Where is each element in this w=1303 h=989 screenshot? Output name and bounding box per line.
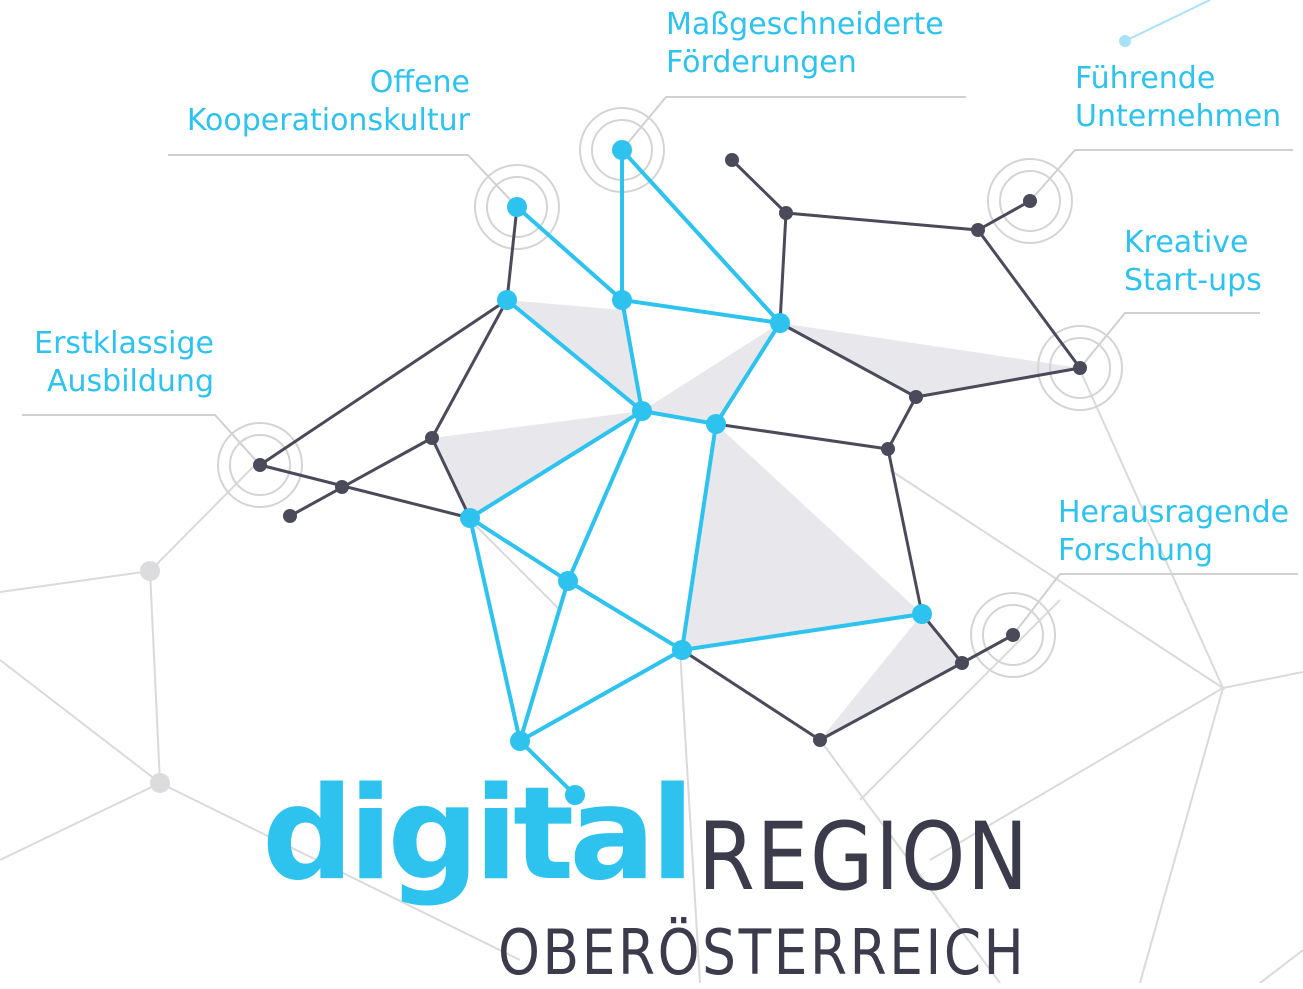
label-line: Unternehmen <box>1075 99 1282 134</box>
label-startups: Kreative Start-ups <box>1124 224 1262 300</box>
blue-nodes <box>460 140 932 805</box>
label-foerderungen: Maßgeschneiderte Förderungen <box>666 6 944 82</box>
background-network <box>0 369 1303 983</box>
label-unternehmen: Führende Unternehmen <box>1075 60 1281 136</box>
label-line: Offene <box>369 65 470 100</box>
corner-accent-line <box>1124 0 1211 42</box>
label-line: Förderungen <box>666 45 857 80</box>
corner-accent-node <box>1119 35 1131 47</box>
logo-region-word: REGION <box>698 803 1030 912</box>
dark-edges <box>259 158 1082 742</box>
bg-node <box>140 561 160 581</box>
label-line: Führende <box>1075 61 1216 96</box>
bg-node <box>1221 686 1225 690</box>
label-line: Forschung <box>1058 533 1214 568</box>
label-forschung: Herausragende Forschung <box>1058 494 1289 570</box>
bg-node <box>150 773 170 793</box>
shaded-areas <box>432 300 1080 740</box>
label-line: Kreative <box>1124 225 1249 260</box>
logo-digital-word: digital <box>262 760 694 909</box>
label-line: Erstklassige <box>34 326 214 361</box>
halo-rings <box>217 107 1123 678</box>
label-kooperationskultur: Offene Kooperationskultur <box>140 64 470 140</box>
label-line: Ausbildung <box>47 364 214 399</box>
label-line: Herausragende <box>1058 495 1290 530</box>
blue-edges <box>468 148 923 797</box>
label-leaders <box>22 96 1298 636</box>
label-ausbildung: Erstklassige Ausbildung <box>0 325 214 401</box>
dark-nodes <box>253 153 1087 747</box>
logo-state-word: OBERÖSTERREICH <box>498 916 1027 989</box>
label-line: Maßgeschneiderte <box>666 7 944 42</box>
label-line: Kooperationskultur <box>186 103 470 138</box>
label-line: Start-ups <box>1124 263 1262 298</box>
